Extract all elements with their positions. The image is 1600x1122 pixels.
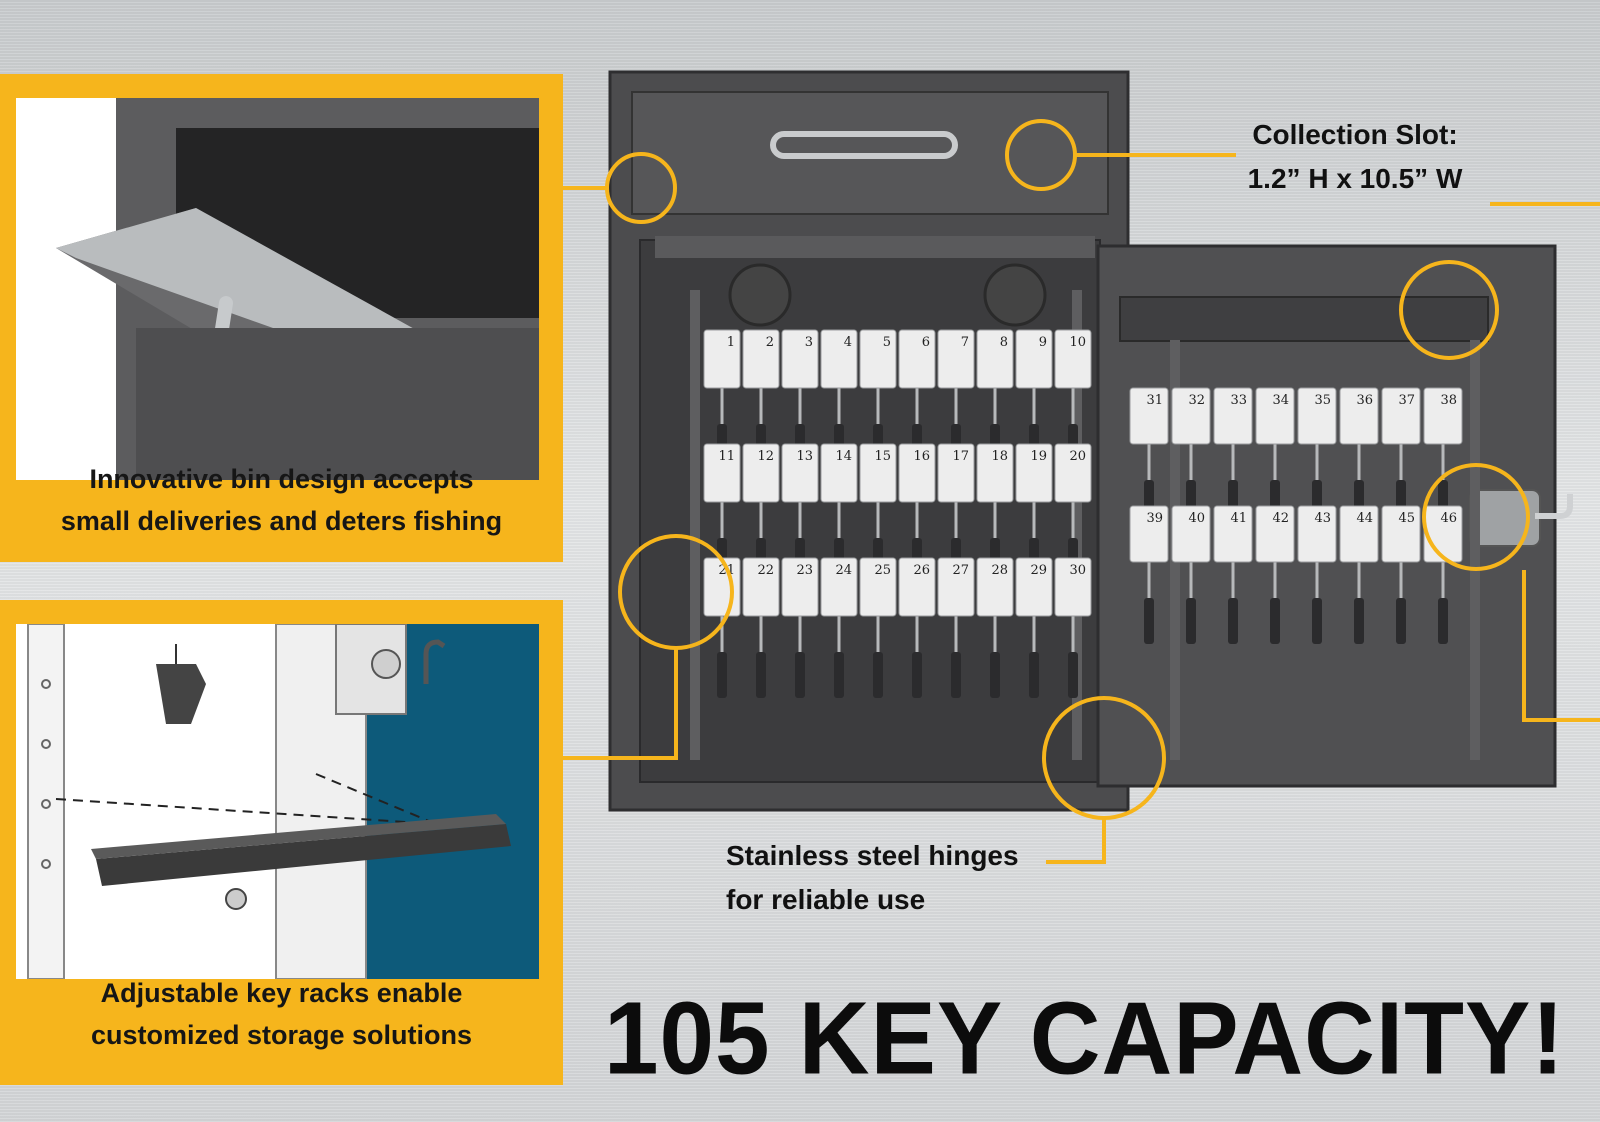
rack-drawing <box>26 624 539 979</box>
key-tag-number: 12 <box>757 449 774 464</box>
key-tag-number: 20 <box>1069 449 1086 464</box>
key-tag: 41 <box>1213 505 1253 644</box>
key-tag-number: 42 <box>1272 511 1289 526</box>
bin-caption-line1: Innovative bin design accepts <box>89 464 474 494</box>
key-tag: 29 <box>1015 557 1053 698</box>
key-tag-number: 19 <box>1030 449 1047 464</box>
callout-markers <box>563 119 1600 864</box>
key-tag-number: 10 <box>1069 335 1086 350</box>
key-tag-number: 35 <box>1314 393 1331 408</box>
key-tag: 25 <box>859 557 897 698</box>
key-tag-number: 46 <box>1440 511 1457 526</box>
key-tag: 32 <box>1171 387 1211 526</box>
key-tag-number: 40 <box>1188 511 1205 526</box>
collection-slot-line1: Collection Slot: <box>1252 119 1458 150</box>
key-tag-number: 7 <box>961 335 969 350</box>
key-tag-number: 45 <box>1398 511 1415 526</box>
key-tag-number: 22 <box>757 563 774 578</box>
key-tag: 39 <box>1129 505 1169 644</box>
key-tag: 16 <box>898 443 936 584</box>
key-tag-number: 26 <box>913 563 930 578</box>
key-tag-number: 27 <box>952 563 969 578</box>
hinges-callout: Stainless steel hinges for reliable use <box>726 834 1019 922</box>
key-tag-number: 30 <box>1069 563 1086 578</box>
key-tag-number: 23 <box>796 563 813 578</box>
key-tag-number: 29 <box>1030 563 1047 578</box>
key-tag: 23 <box>781 557 819 698</box>
key-tag-number: 28 <box>991 563 1008 578</box>
key-capacity-headline: 105 KEY CAPACITY! <box>604 980 1565 1096</box>
key-tag: 30 <box>1054 557 1092 698</box>
key-tag-number: 3 <box>805 335 813 350</box>
key-tag-number: 18 <box>991 449 1008 464</box>
key-tag-number: 31 <box>1146 393 1163 408</box>
key-tag-number: 38 <box>1440 393 1457 408</box>
key-tag-number: 44 <box>1356 511 1373 526</box>
key-tag: 26 <box>898 557 936 698</box>
key-tag-number: 9 <box>1039 335 1047 350</box>
key-tag: 44 <box>1339 505 1379 644</box>
key-tag-number: 43 <box>1314 511 1331 526</box>
key-tag-number: 25 <box>874 563 891 578</box>
key-tag-number: 41 <box>1230 511 1247 526</box>
key-tag: 28 <box>976 557 1014 698</box>
key-tag: 36 <box>1339 387 1379 526</box>
bin-caption-line2: small deliveries and deters fishing <box>60 506 503 536</box>
key-tag-number: 24 <box>835 563 852 578</box>
key-tag-number: 13 <box>796 449 813 464</box>
rack-caption: Adjustable key racks enable customized s… <box>0 972 563 1056</box>
key-tag-number: 33 <box>1230 393 1247 408</box>
bin-drawing <box>16 98 539 480</box>
key-tag: 27 <box>937 557 975 698</box>
key-tag-number: 1 <box>727 335 735 350</box>
bin-photo <box>16 98 539 480</box>
bin-caption: Innovative bin design accepts small deli… <box>0 458 563 542</box>
rack-caption-line2: customized storage solutions <box>90 1020 473 1050</box>
hinges-line2: for reliable use <box>726 884 926 915</box>
key-tag-number: 5 <box>883 335 891 350</box>
key-tag: 22 <box>742 557 780 698</box>
key-tag-number: 11 <box>718 449 735 464</box>
key-tag: 42 <box>1255 505 1295 644</box>
bin-feature-panel: Innovative bin design accepts small deli… <box>0 74 563 562</box>
key-tag-number: 32 <box>1188 393 1205 408</box>
rack-feature-panel: Adjustable key racks enable customized s… <box>0 600 563 1085</box>
key-tag-number: 6 <box>922 335 930 350</box>
key-tag-number: 15 <box>874 449 891 464</box>
key-tag: 24 <box>820 557 858 698</box>
key-tag-number: 34 <box>1272 393 1289 408</box>
key-tag-number: 16 <box>913 449 930 464</box>
key-tag-number: 2 <box>766 335 774 350</box>
collection-slot-callout: Collection Slot: 1.2” H x 10.5” W <box>1230 113 1480 201</box>
key-tag: 40 <box>1171 505 1211 644</box>
rack-caption-line1: Adjustable key racks enable <box>100 978 463 1008</box>
key-tag-number: 36 <box>1356 393 1373 408</box>
key-tag: 43 <box>1297 505 1337 644</box>
hinges-line1: Stainless steel hinges <box>726 840 1019 871</box>
key-tag: 45 <box>1381 505 1421 644</box>
collection-slot-line2: 1.2” H x 10.5” W <box>1247 163 1463 194</box>
key-tag-number: 4 <box>844 335 852 350</box>
key-tag: 31 <box>1129 387 1169 526</box>
key-tag-number: 14 <box>835 449 852 464</box>
drawer-handle <box>770 131 958 159</box>
rack-diagram <box>16 624 539 979</box>
key-tag: 37 <box>1381 387 1421 526</box>
key-tag-number: 39 <box>1146 511 1163 526</box>
key-tag-number: 8 <box>1000 335 1008 350</box>
key-tag-number: 17 <box>952 449 969 464</box>
key-tag-number: 37 <box>1398 393 1415 408</box>
